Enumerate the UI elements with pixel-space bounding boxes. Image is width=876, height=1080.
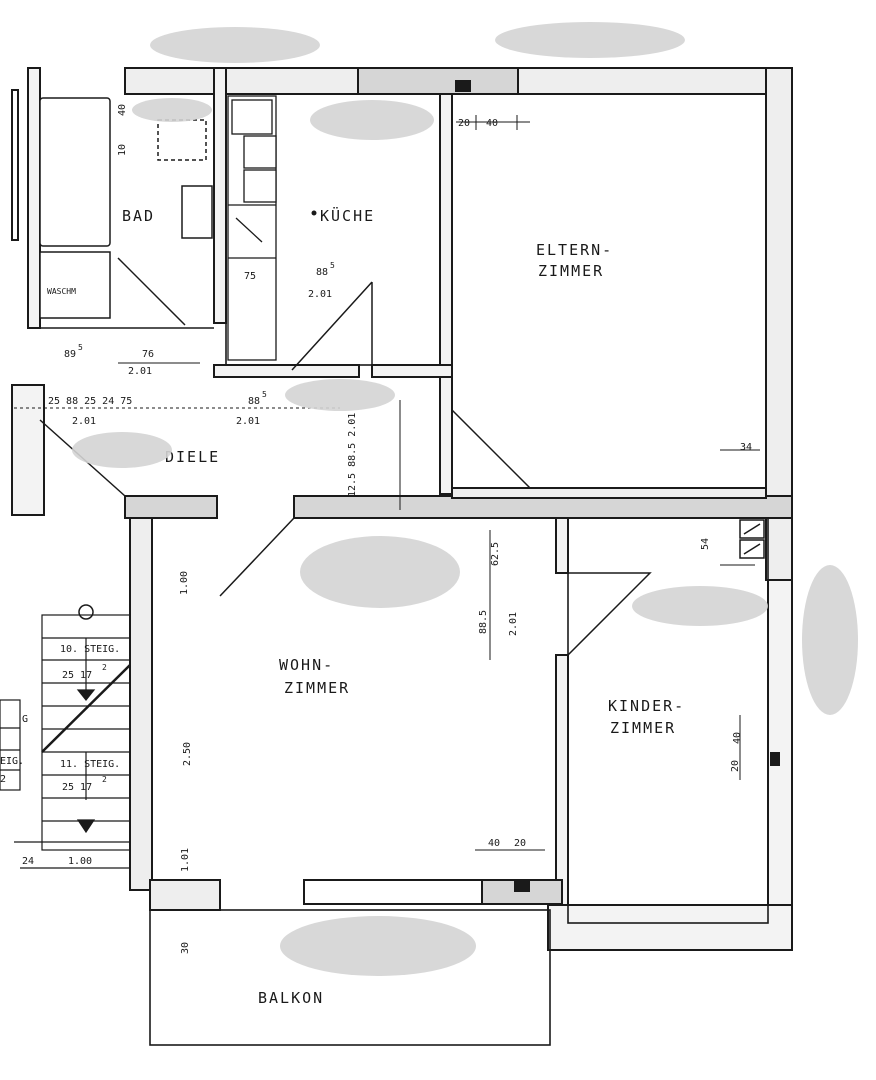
dim-eltern-20: 20: [458, 118, 470, 129]
dim-diele-885: 88: [248, 396, 260, 407]
room-label-wohn-1: WOHN-: [279, 656, 334, 674]
dim-diele-chain: 25 88 25 24 75: [48, 396, 132, 407]
redaction-blurs: [72, 22, 858, 976]
dim-wohn-201: 2.01: [508, 612, 519, 636]
stair-left-2: 2: [0, 774, 6, 785]
dim-diele-201c: 2.01: [236, 416, 260, 427]
dimension-lines: [14, 115, 760, 851]
stair-left-steig: EIG.: [0, 756, 24, 767]
dim-diele-885-sup: 5: [262, 390, 267, 399]
stair-upper-dims: 25 17: [62, 670, 92, 681]
room-label-kueche: KÜCHE: [320, 206, 375, 225]
bath-fixtures: [39, 97, 213, 319]
dim-wohn-100: 1.00: [179, 571, 190, 595]
label-waschm: WASCHM: [47, 287, 76, 296]
dim-kinder-20: 20: [730, 760, 741, 772]
dim-diele-201a: 2.01: [128, 366, 152, 377]
dim-kueche-75: 75: [244, 271, 256, 282]
dim-diele-201b: 2.01: [72, 416, 96, 427]
dim-eltern-40: 40: [486, 118, 498, 129]
dim-diele-76: 76: [142, 349, 154, 360]
stair-lower-dims: 25 17: [62, 782, 92, 793]
dim-wohn-54: 54: [700, 538, 711, 550]
chimney-marks: [455, 80, 780, 892]
dim-wohn-20: 20: [514, 838, 526, 849]
stair-left-g: G: [22, 714, 28, 725]
dim-wohn-885: 88.5: [478, 610, 489, 634]
dim-wohn-625: 62.5: [490, 542, 501, 566]
room-label-wohn-2: ZIMMER: [284, 679, 350, 697]
stair-lower-label: 11. STEIG.: [60, 759, 120, 770]
walls: [11, 67, 793, 951]
dim-diele-895-sup: 5: [78, 343, 83, 352]
dim-eltern-34: 34: [740, 442, 752, 453]
dim-kueche-201: 2.01: [308, 289, 332, 300]
dim-balkon-30: 30: [180, 942, 191, 954]
room-label-eltern-2: ZIMMER: [538, 262, 604, 280]
room-label-kinder-2: ZIMMER: [610, 719, 676, 737]
stairs: [0, 604, 131, 869]
dim-wohn-101: 1.01: [180, 848, 191, 872]
stair-upper-sup: 2: [102, 663, 107, 672]
room-label-diele: DIELE: [165, 448, 220, 466]
dim-stair-100: 1.00: [68, 856, 92, 867]
dim-kueche-885: 88: [316, 267, 328, 278]
room-label-bad: BAD: [122, 207, 155, 225]
dim-diele-895: 89: [64, 349, 76, 360]
dim-kueche-885-sup: 5: [330, 261, 335, 270]
dim-bad-10: 10: [117, 144, 128, 156]
stair-upper-label: 10. STEIG.: [60, 644, 120, 655]
dim-bad-40: 40: [117, 104, 128, 116]
room-label-eltern-1: ELTERN-: [536, 241, 613, 259]
ceiling-light-icon: [311, 210, 317, 216]
dim-diele-vertical: 12.5 88.5 2.01: [347, 413, 358, 497]
door-swings: [39, 257, 652, 656]
room-outlines: [40, 93, 769, 1046]
dim-stair-24: 24: [22, 856, 34, 867]
room-label-kinder-1: KINDER-: [608, 697, 685, 715]
room-label-balkon: BALKON: [258, 989, 324, 1007]
dim-wohn-250: 2.50: [182, 742, 193, 766]
kitchen-fixtures: [227, 95, 277, 361]
dim-kinder-40: 40: [732, 732, 743, 744]
stair-lower-sup: 2: [102, 775, 107, 784]
dim-wohn-40: 40: [488, 838, 500, 849]
vent-boxes: [739, 519, 765, 559]
